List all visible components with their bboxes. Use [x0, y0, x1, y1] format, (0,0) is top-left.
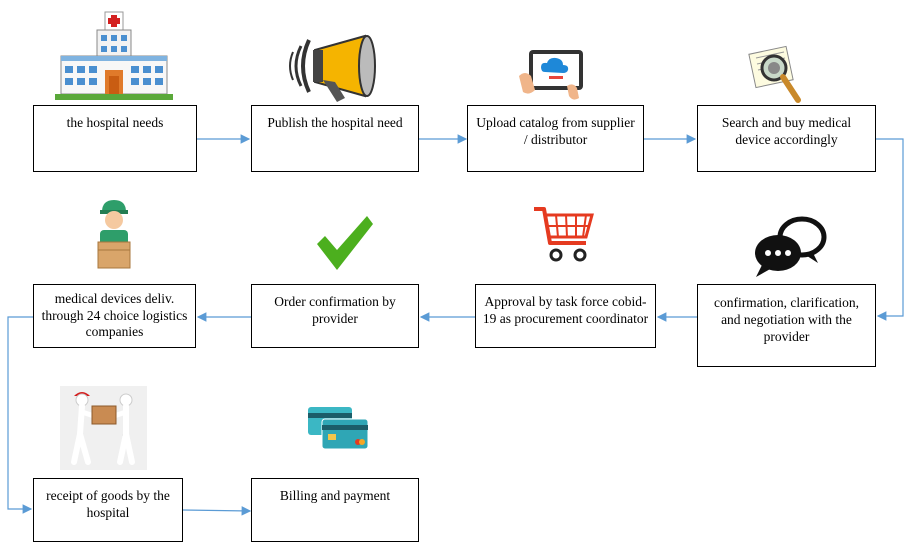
step-label: Approval by task force cobid-19 as procu… — [482, 294, 649, 326]
step-publish-need: Publish the hospital need — [251, 105, 419, 172]
hospital-building-icon — [55, 11, 173, 100]
shopping-cart-icon — [534, 207, 594, 262]
magnifier-document-icon — [748, 45, 801, 103]
credit-cards-icon — [308, 407, 369, 450]
step-upload-catalog: Upload catalog from supplier / distribut… — [467, 105, 644, 172]
step-negotiation: confirmation, clarification, and negotia… — [697, 284, 876, 367]
tablet-cloud-upload-icon — [519, 50, 583, 100]
step-label: the hospital needs — [66, 115, 164, 130]
step-approval: Approval by task force cobid-19 as procu… — [475, 284, 656, 348]
courier-with-box-icon — [97, 200, 131, 269]
checkmark-icon — [317, 216, 373, 270]
step-search-buy: Search and buy medical device accordingl… — [697, 105, 876, 172]
step-receipt: receipt of goods by the hospital — [33, 478, 183, 542]
arrow-s8-s9 — [7, 316, 33, 514]
step-label: receipt of goods by the hospital — [46, 488, 170, 520]
step-label: confirmation, clarification, and negotia… — [713, 295, 860, 344]
package-handover-icon — [60, 386, 147, 470]
step-label: medical devices deliv. through 24 choice… — [41, 291, 188, 339]
step-order-confirmation: Order confirmation by provider — [251, 284, 419, 348]
step-billing: Billing and payment — [251, 478, 419, 542]
step-label: Publish the hospital need — [267, 115, 403, 130]
step-hospital-needs: the hospital needs — [33, 105, 197, 172]
step-label: Upload catalog from supplier / distribut… — [476, 115, 635, 147]
arrow-s9-s10 — [182, 506, 252, 516]
arrow-s4-s5 — [876, 138, 904, 321]
step-label: Order confirmation by provider — [274, 294, 396, 326]
step-label: Search and buy medical device accordingl… — [721, 115, 852, 147]
step-label: Billing and payment — [279, 488, 391, 503]
step-delivery: medical devices deliv. through 24 choice… — [33, 284, 196, 348]
megaphone-icon — [289, 34, 376, 102]
speech-bubbles-icon — [755, 216, 827, 277]
